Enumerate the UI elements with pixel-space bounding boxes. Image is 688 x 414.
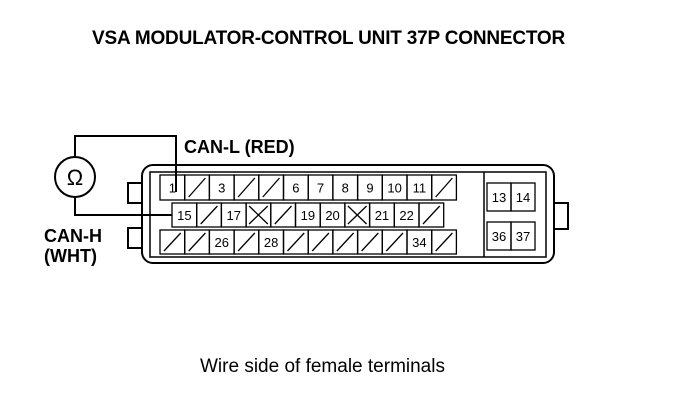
right-latch: [553, 202, 569, 230]
empty-cavity-slash: [435, 232, 453, 252]
left-latch-top: [127, 182, 143, 204]
terminal-cell: 14: [510, 182, 536, 212]
empty-cavity-slash: [163, 232, 182, 252]
terminal-number: 6: [292, 181, 299, 196]
can-l-label: CAN-L (RED): [184, 137, 295, 157]
empty-cavity-slash: [311, 232, 330, 252]
terminal-number: 15: [177, 208, 191, 223]
terminal-number: 34: [412, 235, 426, 250]
terminal-number: 28: [264, 235, 278, 250]
terminal-cell: [233, 229, 260, 255]
terminal-cell: 37: [510, 221, 536, 251]
ohmmeter-symbol: Ω: [54, 156, 96, 198]
terminal-area: [149, 171, 547, 258]
terminal-cell: 19: [294, 202, 321, 228]
terminal-number: 21: [375, 208, 389, 223]
terminal-cell: 15: [171, 202, 198, 228]
terminal-cell: 22: [393, 202, 420, 228]
connector-body: [127, 164, 569, 264]
empty-cavity-slash: [200, 205, 218, 225]
empty-cavity-slash: [435, 177, 453, 198]
terminal-cell: 20: [319, 202, 346, 228]
terminal-cell: 11: [406, 174, 433, 201]
terminal-cell: [356, 229, 383, 255]
empty-cavity-slash: [188, 177, 206, 198]
terminal-number: 13: [492, 190, 506, 205]
terminal-number: 8: [342, 181, 349, 196]
empty-cavity-slash: [274, 205, 292, 225]
terminal-cell: [332, 229, 359, 255]
terminal-cell: [282, 229, 309, 255]
empty-cavity-slash: [237, 177, 256, 198]
terminal-cell: [233, 174, 260, 201]
terminal-cell: 7: [307, 174, 334, 201]
can-h-color-label: (WHT): [44, 246, 97, 266]
terminal-cell: 6: [282, 174, 309, 201]
can-h-probe-lead: [74, 196, 172, 216]
terminal-number: 26: [215, 235, 229, 250]
ohm-icon: Ω: [67, 165, 83, 190]
terminal-cell: [184, 174, 211, 201]
terminal-number: 22: [399, 208, 413, 223]
terminal-cell: 34: [406, 229, 433, 255]
terminal-cell: 17: [220, 202, 247, 228]
plugged-cavity-mark: [347, 205, 368, 225]
terminal-number: 10: [387, 181, 401, 196]
empty-cavity-slash: [385, 232, 404, 252]
terminal-number: 17: [227, 208, 241, 223]
terminal-cell: [344, 202, 371, 228]
diagram-title: VSA MODULATOR-CONTROL UNIT 37P CONNECTOR: [92, 28, 566, 49]
empty-cavity-slash: [287, 232, 305, 252]
terminal-cell: [245, 202, 272, 228]
caption: Wire side of female terminals: [200, 356, 445, 377]
terminal-cell: 10: [381, 174, 408, 201]
empty-cavity-slash: [422, 205, 441, 225]
terminal-cell: 3: [208, 174, 235, 201]
terminal-cell: [431, 229, 458, 255]
empty-cavity-slash: [336, 232, 355, 252]
terminal-cell: [431, 174, 458, 201]
can-h-label: CAN-H: [44, 226, 102, 246]
terminal-number: 20: [325, 208, 339, 223]
terminal-number: 7: [317, 181, 324, 196]
terminal-cell: 13: [486, 182, 512, 212]
terminal-cell: [418, 202, 445, 228]
terminal-number: 14: [516, 190, 530, 205]
empty-cavity-slash: [262, 177, 280, 198]
empty-cavity-slash: [237, 232, 256, 252]
terminal-cell: [196, 202, 223, 228]
terminal-number: 37: [516, 229, 530, 244]
terminal-cell: 21: [368, 202, 395, 228]
plugged-cavity-mark: [248, 205, 269, 225]
empty-cavity-slash: [361, 232, 379, 252]
terminal-cell: 36: [486, 221, 512, 251]
terminal-cell: 28: [258, 229, 285, 255]
terminal-cell: [381, 229, 408, 255]
terminal-number: 19: [301, 208, 315, 223]
terminal-cell: [270, 202, 297, 228]
left-latch-bottom: [127, 227, 143, 249]
empty-cavity-slash: [188, 232, 206, 252]
terminal-cell: [258, 174, 285, 201]
terminal-number: 36: [492, 229, 506, 244]
terminal-number: 9: [366, 181, 373, 196]
terminal-cell: [159, 229, 186, 255]
terminal-number: 1: [169, 181, 176, 196]
ohmmeter-circle: [54, 156, 96, 198]
terminal-cell: 1: [159, 174, 186, 201]
terminal-number: 11: [413, 181, 427, 196]
terminal-cell: [184, 229, 211, 255]
terminal-number: 3: [218, 181, 225, 196]
terminal-cell: [307, 229, 334, 255]
terminal-cell: 26: [208, 229, 235, 255]
terminal-cell: 8: [332, 174, 359, 201]
terminal-cell: 9: [356, 174, 383, 201]
